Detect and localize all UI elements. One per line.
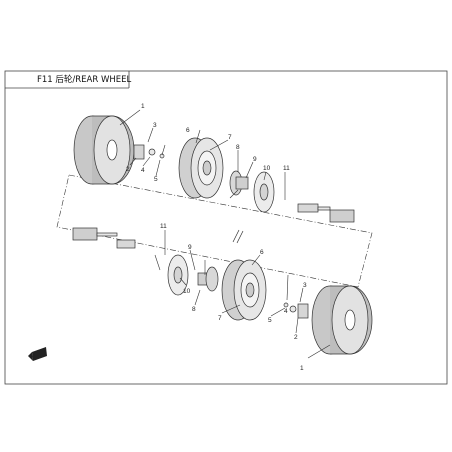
diagram-title: F11 后轮/REAR WHEEL (37, 74, 132, 85)
tire-lower (311, 285, 373, 355)
callout-3-lower: 3 (303, 282, 307, 289)
axle-break-mark-2 (236, 230, 244, 244)
leader-lines (119, 109, 331, 359)
callout-11-upper: 11 (283, 165, 290, 172)
callout-6-lower: 6 (260, 249, 264, 256)
callout-10-upper: 10 (263, 165, 271, 172)
callout-4-lower: 4 (284, 308, 288, 315)
callout-3-upper: 3 (153, 122, 157, 129)
callout-labels: 1 2 3 4 5 6 7 8 9 10 11 1 2 3 4 5 6 7 8 … (126, 103, 307, 372)
wheel-hub-upper (229, 170, 249, 196)
callout-5-upper: 5 (154, 176, 158, 183)
callout-7-upper: 7 (228, 134, 232, 141)
brake-disc-lower (167, 254, 189, 296)
tire-upper (73, 115, 135, 185)
axle-break-mark (232, 229, 240, 243)
brake-disc-upper (253, 171, 275, 213)
drive-shaft-lower (72, 227, 136, 249)
callout-9-lower: 9 (188, 244, 192, 251)
callout-10-lower: 10 (183, 288, 191, 295)
front-arrow-icon (28, 347, 47, 361)
wheel-hub-lower (197, 266, 219, 292)
callout-11-lower: 11 (160, 223, 167, 230)
drive-shaft-upper (297, 203, 355, 223)
callout-4-upper: 4 (141, 167, 145, 174)
diagram-frame (4, 70, 448, 385)
rim-lower (221, 259, 267, 321)
callout-8-lower: 8 (192, 306, 196, 313)
axle-guide-line (56, 174, 373, 288)
callout-5-lower: 5 (268, 317, 272, 324)
callout-8-upper: 8 (236, 144, 240, 151)
callout-9-upper: 9 (253, 156, 257, 163)
callout-2-upper: 2 (126, 166, 130, 173)
hub-cap-lower (283, 302, 309, 319)
callout-1-lower: 1 (300, 365, 304, 372)
hub-cap-upper (133, 144, 165, 160)
callout-1-upper: 1 (141, 103, 145, 110)
callout-7-lower: 7 (218, 315, 222, 322)
callout-6-upper: 6 (186, 127, 190, 134)
rim-upper (178, 137, 224, 199)
callout-2-lower: 2 (294, 334, 298, 341)
